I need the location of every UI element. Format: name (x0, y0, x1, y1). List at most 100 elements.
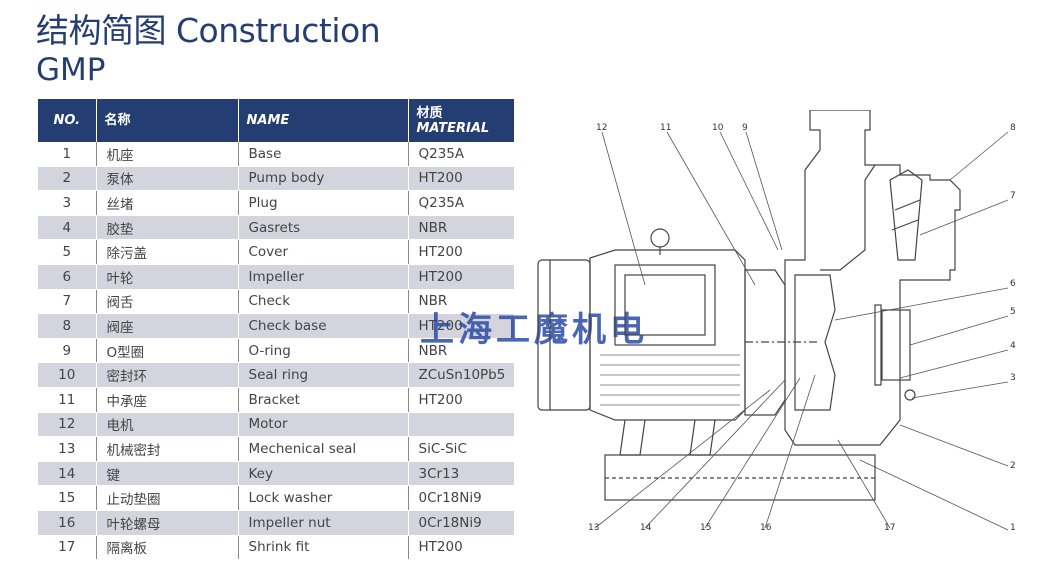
cell-material: ZCuSn10Pb5 (408, 362, 514, 388)
cell-name-zh: 机座 (96, 142, 239, 167)
cell-name-zh: 胶垫 (96, 215, 239, 241)
cell-name-en: Impeller nut (238, 510, 409, 536)
cell-name-en: Cover (238, 239, 409, 265)
cell-name-en: Gasrets (238, 215, 409, 241)
cell-name-zh: 阀舌 (96, 289, 239, 315)
cell-name-en: Pump body (238, 166, 409, 192)
callout-14: 14 (640, 523, 652, 533)
cell-no: 7 (38, 289, 97, 315)
cell-name-en: Check (238, 289, 409, 315)
callout-4: 4 (1010, 341, 1016, 351)
callout-11: 11 (660, 123, 671, 133)
cell-name-en: Base (238, 142, 409, 167)
header-material-zh: 材质 (416, 105, 443, 121)
cell-name-zh: 键 (96, 461, 239, 487)
page-title: 结构简图 Construction (36, 11, 381, 50)
callout-15: 15 (700, 523, 711, 533)
cell-material (408, 412, 514, 438)
cell-material: SiC-SiC (408, 436, 514, 462)
cell-material: HT200 (408, 239, 514, 265)
cell-material: 0Cr18Ni9 (408, 485, 514, 511)
cell-no: 10 (38, 362, 97, 388)
motor-fan-cover (537, 259, 591, 411)
cell-no: 15 (38, 485, 97, 511)
lifting-eye (650, 228, 670, 248)
cell-no: 2 (38, 166, 97, 192)
table-header-row: NO. 名称 NAME 材质 MATERIAL (38, 99, 514, 142)
cell-material: HT200 (408, 387, 514, 413)
cell-name-en: Seal ring (238, 362, 409, 388)
cell-material: NBR (408, 289, 514, 315)
cell-material: HT200 (408, 264, 514, 290)
callout-9: 9 (742, 123, 748, 133)
cell-no: 1 (38, 142, 97, 167)
callout-13: 13 (588, 523, 599, 533)
callout-labels: 12 11 10 9 8 7 6 5 4 3 2 1 13 14 15 16 1… (588, 123, 1016, 533)
cell-name-zh: O型圈 (96, 338, 239, 364)
callout-16: 16 (760, 523, 772, 533)
cell-no: 6 (38, 264, 97, 290)
cell-name-zh: 丝堵 (96, 190, 239, 216)
cell-name-zh: 除污盖 (96, 239, 239, 265)
cell-name-zh: 机械密封 (96, 436, 239, 462)
header-name-zh: 名称 (96, 99, 239, 142)
terminal-box (614, 264, 716, 346)
model-name: GMP (36, 52, 106, 88)
cell-material: 0Cr18Ni9 (408, 510, 514, 536)
plug (904, 389, 916, 401)
callout-8: 8 (1010, 123, 1016, 133)
cell-name-en: Plug (238, 190, 409, 216)
cell-name-zh: 电机 (96, 412, 239, 438)
header-material: 材质 MATERIAL (408, 99, 514, 142)
callout-17: 17 (884, 523, 895, 533)
callout-12: 12 (596, 123, 607, 133)
cell-name-zh: 叶轮 (96, 264, 239, 290)
motor-foot-left (619, 419, 646, 456)
cleaning-cover (881, 309, 911, 381)
callout-3: 3 (1010, 373, 1016, 383)
header-no: NO. (38, 99, 97, 142)
cell-name-en: Mechenical seal (238, 436, 409, 462)
callout-1: 1 (1010, 523, 1016, 533)
inlet-channel (820, 164, 876, 271)
cell-material: 3Cr13 (408, 461, 514, 487)
cell-name-zh: 隔离板 (96, 535, 239, 561)
cell-name-en: Motor (238, 412, 409, 438)
cell-no: 11 (38, 387, 97, 413)
watermark-text: 上海工魔机电 (420, 310, 648, 350)
cell-no: 8 (38, 313, 97, 339)
cell-name-en: O-ring (238, 338, 409, 364)
cell-no: 14 (38, 461, 97, 487)
cell-material: HT200 (408, 535, 514, 561)
callout-6: 6 (1010, 279, 1016, 289)
cell-name-en: Check base (238, 313, 409, 339)
callout-10: 10 (712, 123, 724, 133)
cell-material: HT200 (408, 313, 514, 339)
pump-outline (537, 110, 961, 501)
cell-no: 9 (38, 338, 97, 364)
cell-name-zh: 止动垫圈 (96, 485, 239, 511)
cell-name-en: Bracket (238, 387, 409, 413)
cell-material: Q235A (408, 190, 514, 216)
cell-name-zh: 阀座 (96, 313, 239, 339)
header-name-en: NAME (238, 99, 409, 142)
cell-material: NBR (408, 215, 514, 241)
callout-7: 7 (1010, 191, 1016, 201)
cell-no: 13 (38, 436, 97, 462)
